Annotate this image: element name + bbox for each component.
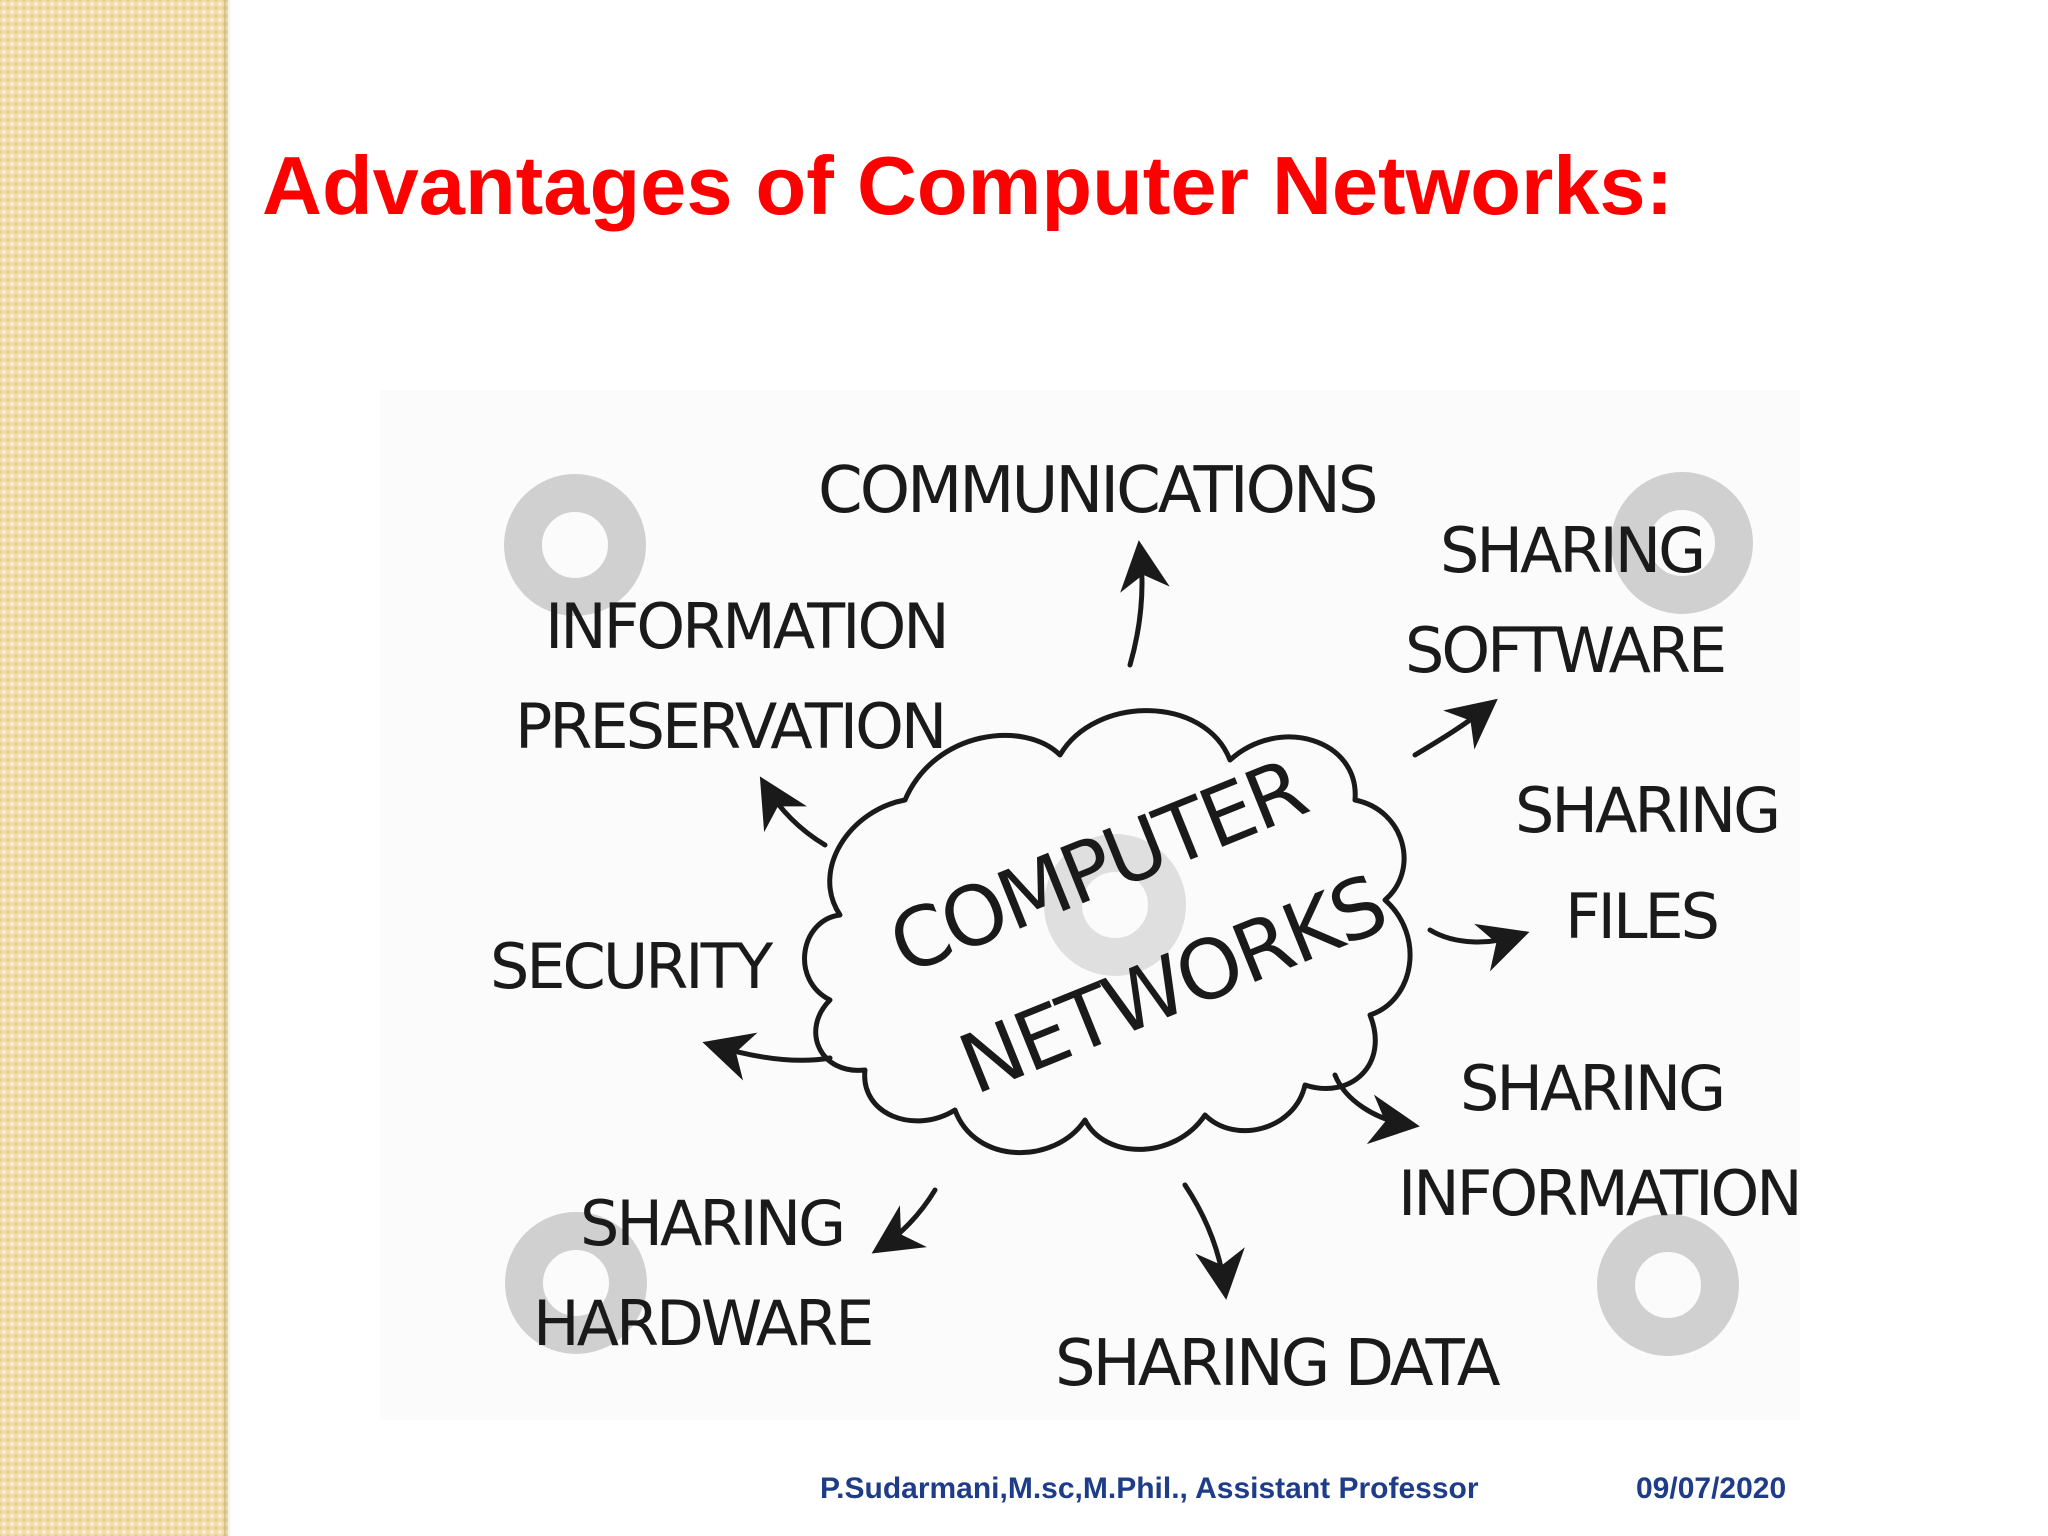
label-sharing-information-line2: INFORMATION	[1398, 1157, 1800, 1230]
arrow-to-security-icon	[702, 1032, 833, 1081]
watermark-rings	[504, 472, 1753, 1356]
watermark-ring-icon	[1044, 834, 1186, 976]
label-sharing-software-line1: SHARING	[1440, 514, 1703, 587]
label-information-preservation-line2: PRESERVATION	[515, 690, 944, 763]
label-communications: COMMUNICATIONS	[818, 454, 1376, 528]
label-sharing-files-line1: SHARING	[1515, 774, 1778, 847]
label-sharing-software-line2: SOFTWARE	[1405, 614, 1724, 687]
label-sharing-data: SHARING DATA	[1055, 1327, 1501, 1401]
label-sharing-files-line2: FILES	[1565, 880, 1717, 953]
label-security: SECURITY	[490, 930, 773, 1003]
slide-title: Advantages of Computer Networks:	[262, 139, 1674, 232]
cloud-center-text: COMPUTER NETWORKS	[877, 741, 1398, 1113]
arrow-to-sharing-software-icon	[1412, 698, 1498, 758]
decorative-side-strip	[0, 0, 228, 1536]
watermark-ring-icon	[1597, 1214, 1739, 1356]
arrow-to-sharing-information-icon	[1332, 1072, 1420, 1145]
arrows	[702, 540, 1530, 1300]
footer-date: 09/07/2020	[1636, 1472, 1787, 1505]
label-sharing-hardware-line2: HARDWARE	[533, 1287, 871, 1360]
watermark-ring-icon	[1611, 472, 1753, 614]
label-sharing-information-line1: SHARING	[1460, 1052, 1723, 1125]
arrow-to-sharing-hardware-icon	[871, 1187, 938, 1254]
arrow-to-information-preservation-icon	[759, 776, 828, 848]
arrow-to-sharing-data-icon	[1182, 1182, 1245, 1300]
arrow-to-sharing-files-icon	[1427, 923, 1530, 972]
watermark-ring-icon	[505, 1212, 647, 1354]
side-strip-edge	[224, 0, 232, 1536]
advantage-labels: COMMUNICATIONS SHARING SOFTWARE INFORMAT…	[490, 454, 1803, 1401]
cloud-shape	[802, 708, 1413, 1155]
arrow-to-communications-icon	[1120, 540, 1170, 668]
label-sharing-hardware-line1: SHARING	[580, 1187, 843, 1260]
label-information-preservation-line1: INFORMATION	[545, 590, 947, 663]
watermark-ring-icon	[504, 474, 646, 616]
footer-author: P.Sudarmani,M.sc,M.Phil., Assistant Prof…	[820, 1472, 1479, 1505]
